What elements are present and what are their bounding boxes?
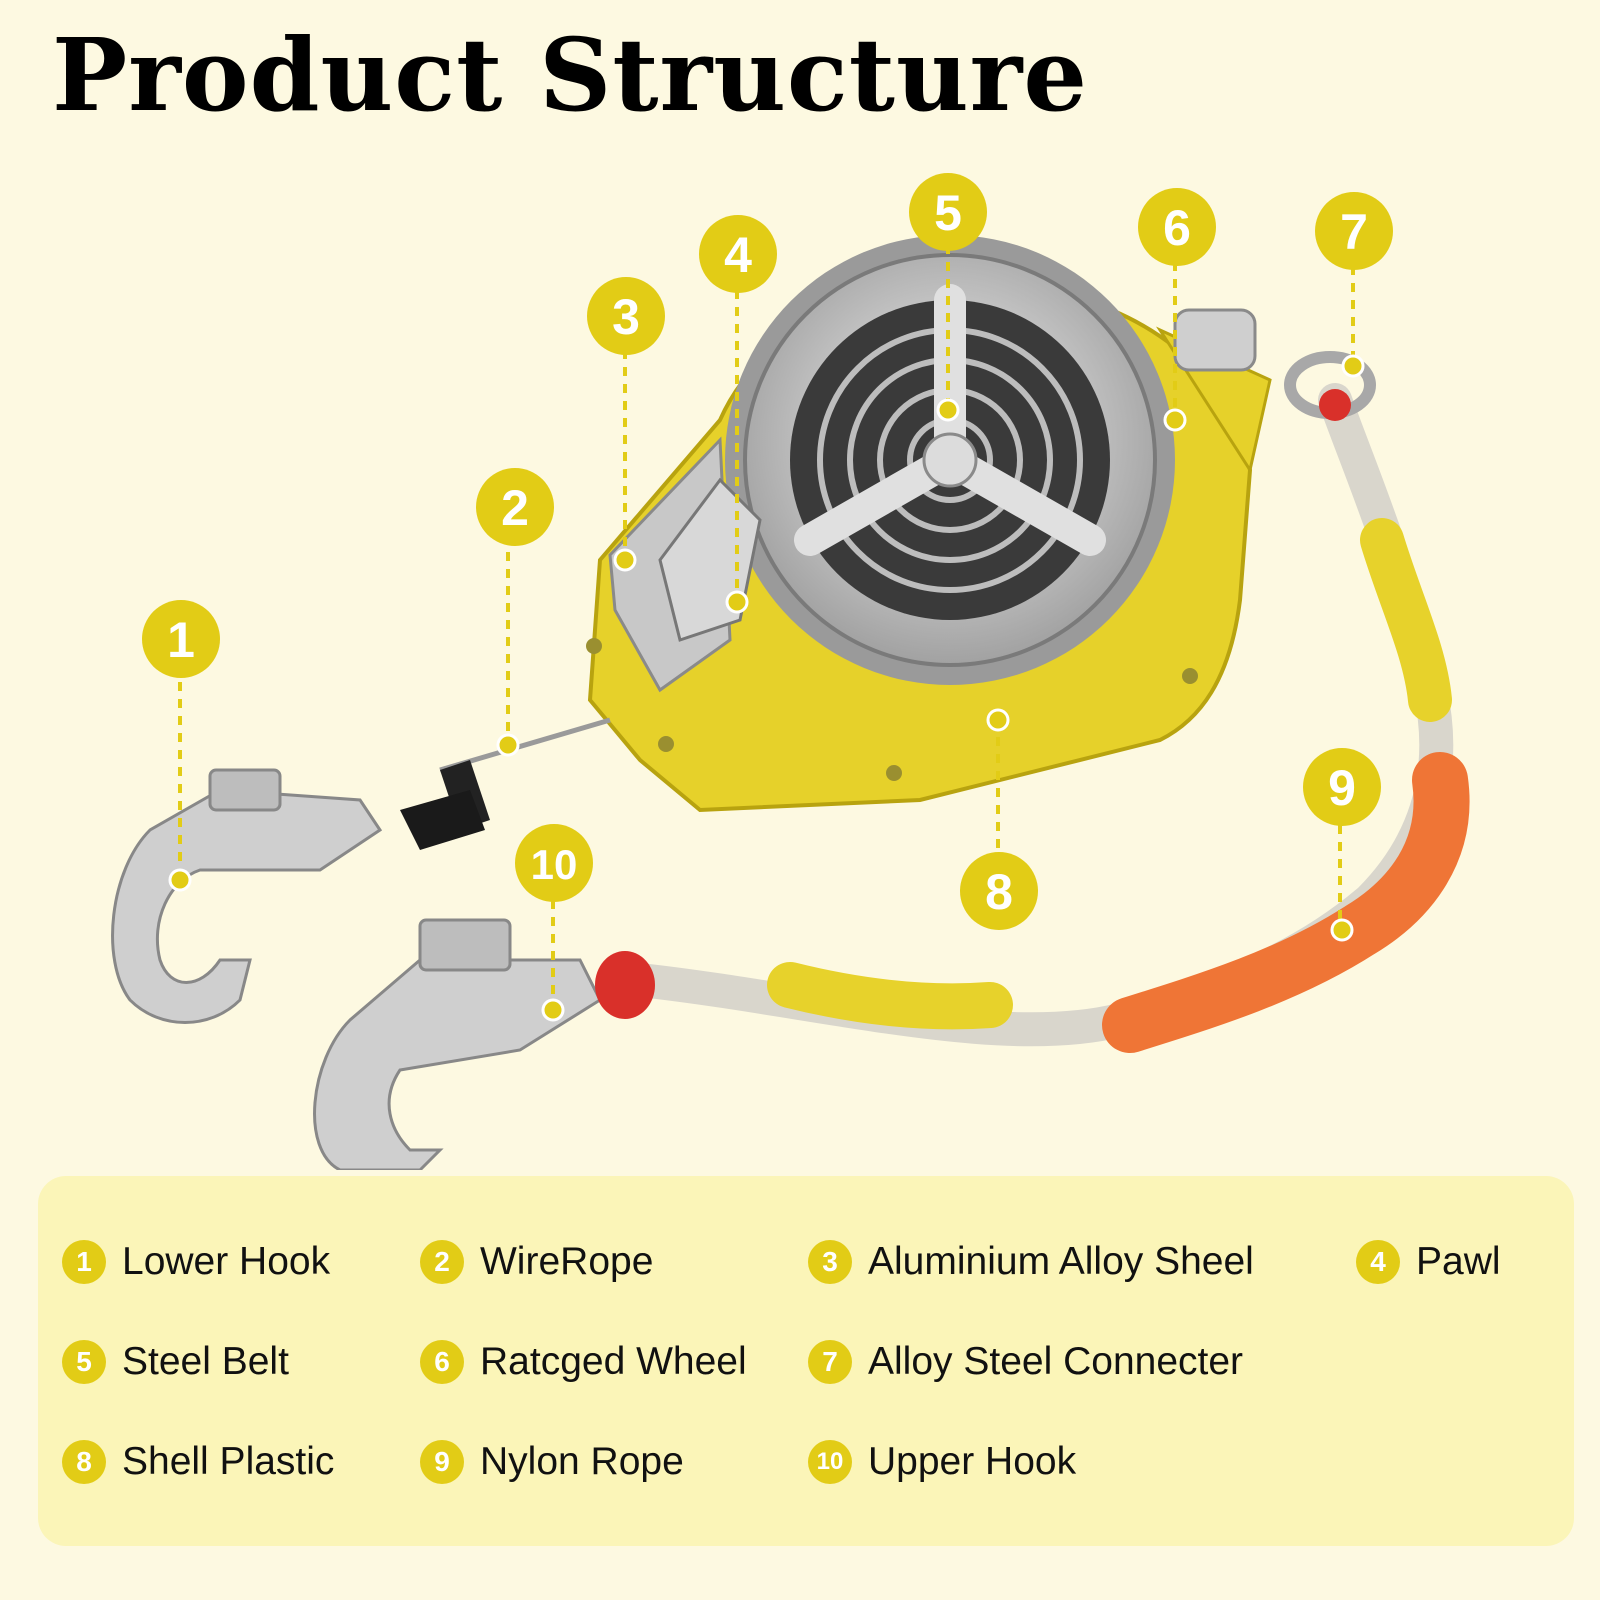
- legend-label: Shell Plastic: [122, 1440, 335, 1483]
- product-illustration: 1 2 3 4 5 6 7 8 9 10: [111, 173, 1470, 1170]
- legend-badge: 4: [1356, 1240, 1400, 1284]
- legend-item-nylon-rope: 9 Nylon Rope: [420, 1440, 684, 1484]
- callout-10-number: 10: [531, 841, 578, 888]
- legend-label: Lower Hook: [122, 1240, 331, 1283]
- callout-5-number: 5: [934, 185, 962, 241]
- legend-label: Alloy Steel Connecter: [868, 1340, 1244, 1383]
- wire-rope: [400, 717, 611, 850]
- callout-leaders: [178, 245, 1355, 1010]
- legend-label: Ratcged Wheel: [480, 1340, 747, 1383]
- callout-9: 9: [1303, 748, 1381, 826]
- callout-4-number: 4: [724, 227, 752, 283]
- legend-item-shell-plastic: 8 Shell Plastic: [62, 1440, 334, 1484]
- callout-4: 4: [699, 215, 777, 293]
- callout-7-number: 7: [1340, 204, 1368, 260]
- upper-hook: [313, 918, 655, 1170]
- legend-item-pawl: 4 Pawl: [1356, 1240, 1501, 1284]
- legend-label: Steel Belt: [122, 1340, 289, 1383]
- legend-panel: 1 Lower Hook 2 WireRope 3 Aluminium Allo…: [38, 1176, 1574, 1546]
- legend-item-alloy-steel-connecter: 7 Alloy Steel Connecter: [808, 1340, 1243, 1384]
- ratchet-wheel: [725, 235, 1175, 685]
- lower-hook: [111, 768, 383, 1024]
- callout-10: 10: [515, 824, 593, 902]
- callout-1-number: 1: [167, 612, 195, 668]
- callout-2-number: 2: [501, 480, 529, 536]
- legend-label: WireRope: [480, 1240, 654, 1283]
- callout-7: 7: [1315, 192, 1393, 270]
- legend-badge: 2: [420, 1240, 464, 1284]
- legend-item-aluminium-alloy-sheel: 3 Aluminium Alloy Sheel: [808, 1240, 1254, 1284]
- legend-item-steel-belt: 5 Steel Belt: [62, 1340, 289, 1384]
- page-title: Product Structure: [52, 16, 1088, 134]
- callout-3: 3: [587, 277, 665, 355]
- callout-8: 8: [960, 852, 1038, 930]
- callout-9-number: 9: [1328, 760, 1356, 816]
- legend-label: Nylon Rope: [480, 1440, 684, 1483]
- callout-1: 1: [142, 600, 220, 678]
- callout-6-number: 6: [1163, 200, 1191, 256]
- legend-item-wirerope: 2 WireRope: [420, 1240, 653, 1284]
- legend-item-upper-hook: 10 Upper Hook: [808, 1440, 1076, 1484]
- callout-5: 5: [909, 173, 987, 251]
- callout-3-number: 3: [612, 289, 640, 345]
- legend-label: Upper Hook: [868, 1440, 1077, 1483]
- legend-badge: 6: [420, 1340, 464, 1384]
- legend-item-ratcged-wheel: 6 Ratcged Wheel: [420, 1340, 747, 1384]
- legend-badge: 7: [808, 1340, 852, 1384]
- legend-badge: 5: [62, 1340, 106, 1384]
- callout-6: 6: [1138, 188, 1216, 266]
- legend-badge: 3: [808, 1240, 852, 1284]
- legend-badge: 1: [62, 1240, 106, 1284]
- legend-badge: 9: [420, 1440, 464, 1484]
- callout-points: [168, 354, 1365, 1022]
- callout-8-number: 8: [985, 864, 1013, 920]
- legend-label: Pawl: [1416, 1240, 1501, 1283]
- legend-label: Aluminium Alloy Sheel: [868, 1240, 1254, 1283]
- legend-item-lower-hook: 1 Lower Hook: [62, 1240, 330, 1284]
- legend-badge: 10: [808, 1440, 852, 1484]
- legend-badge: 8: [62, 1440, 106, 1484]
- callout-2: 2: [476, 468, 554, 546]
